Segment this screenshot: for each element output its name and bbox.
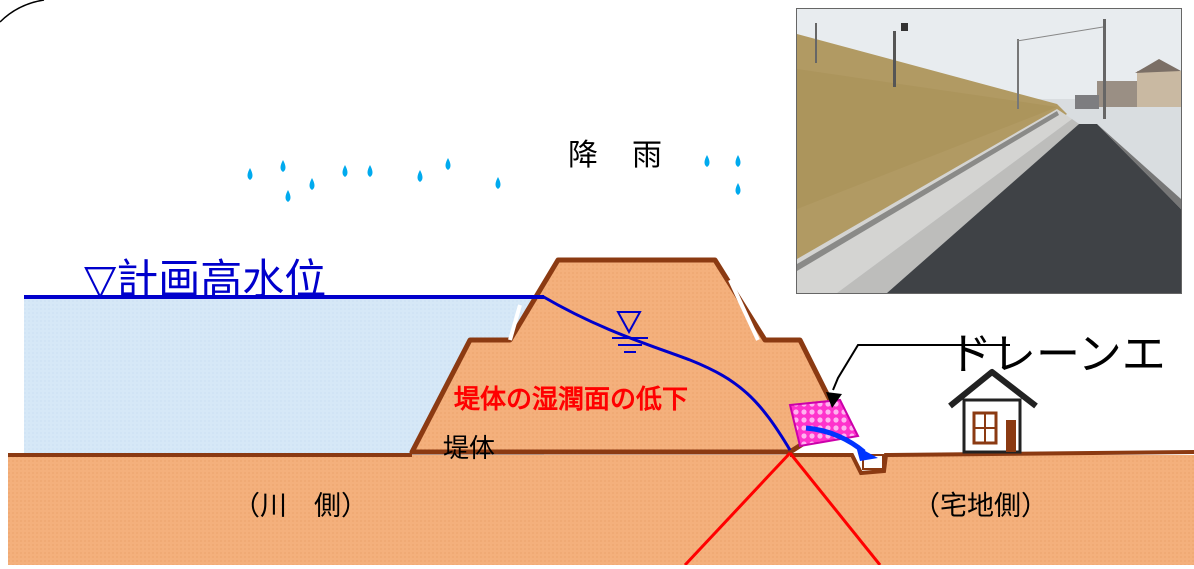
phreatic-surface-label: 堤体の湿潤面の低下: [454, 385, 689, 415]
rain-label: 降 雨: [568, 138, 664, 173]
raindrop-icon: [367, 165, 373, 177]
ground-line-land: [790, 450, 1194, 476]
corner-arc: [0, 0, 45, 23]
raindrop-icon: [285, 190, 291, 202]
raindrop-icon: [735, 183, 741, 195]
house-icon: [948, 369, 1038, 454]
slope-highlight-left: [508, 304, 522, 341]
raindrop-icon: [417, 170, 423, 182]
slope-highlight-right: [728, 279, 760, 341]
raindrop-icon: [309, 178, 315, 190]
land-side-label: （宅地側）: [913, 491, 1048, 522]
drain-works-label: ドレーンエ: [948, 329, 1166, 380]
levee-body: [409, 257, 843, 455]
failure-line-right: [788, 452, 882, 566]
river-side-label: （川 側）: [233, 491, 368, 522]
raindrop-icon: [342, 165, 348, 177]
drain-callout-line: [832, 344, 1010, 391]
drain-callout-arrowhead: [826, 392, 842, 408]
raindrop-icon: [280, 160, 286, 172]
raindrop-icon: [495, 177, 501, 189]
raindrop-icon: [247, 168, 253, 180]
phreatic-line: [541, 294, 792, 451]
drain-flow-arrowhead: [856, 446, 878, 461]
drain-works-photo: [796, 8, 1182, 294]
water-level-triangle-icon: [612, 311, 648, 353]
raindrops: [247, 155, 741, 202]
failure-line-left: [683, 451, 792, 567]
raindrop-icon: [704, 155, 710, 167]
raindrop-icon: [445, 158, 451, 170]
raindrop-icon: [735, 155, 741, 167]
high-water-level-label: ▽計画高水位: [84, 255, 327, 304]
foundation-ground: [8, 455, 1194, 565]
levee-body-label: 堤体: [443, 434, 496, 464]
